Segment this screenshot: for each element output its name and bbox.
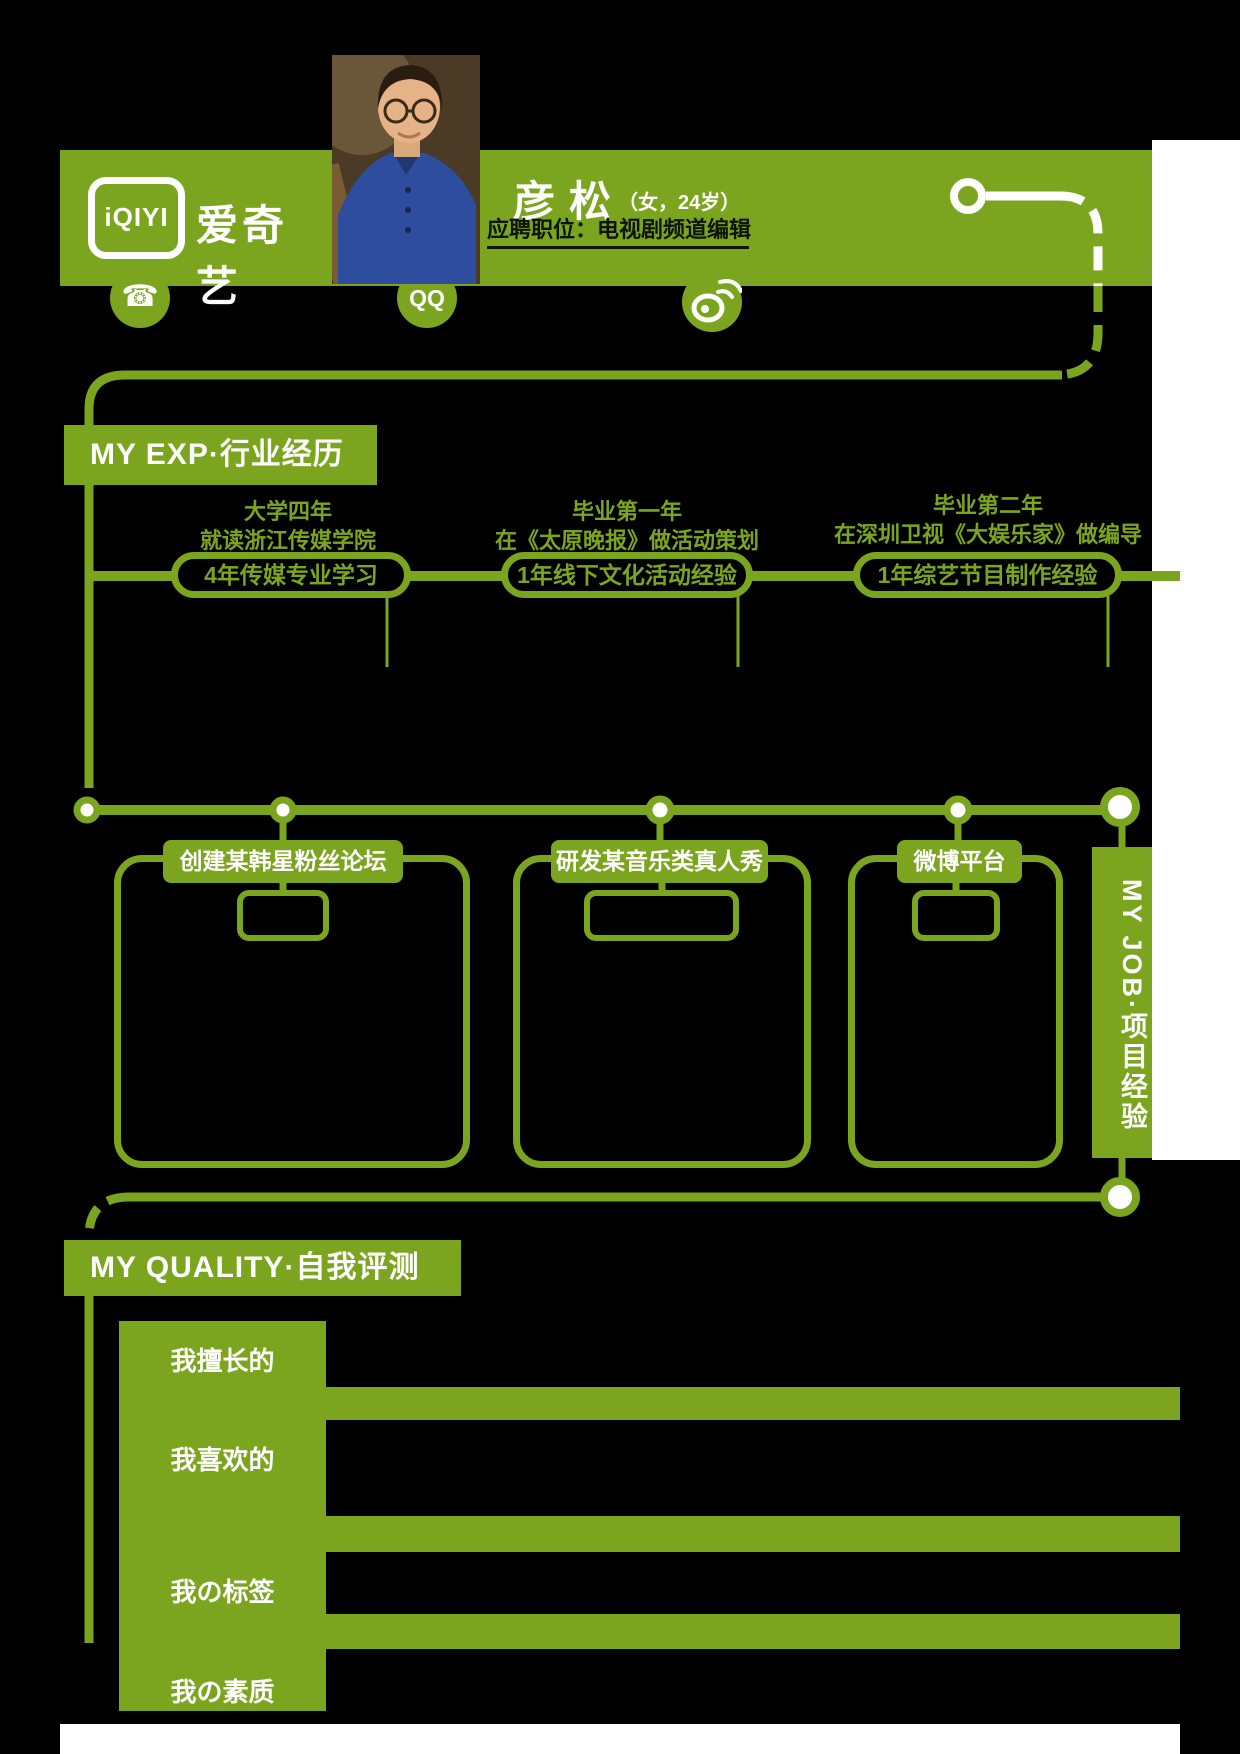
candidate-name: 彦松 xyxy=(513,178,626,225)
exp-title-text: MY EXP·行业经历 xyxy=(90,438,344,471)
phone-icon: ☎ xyxy=(121,280,159,313)
weibo-contact[interactable] xyxy=(682,272,743,332)
quality-bar-2 xyxy=(326,1516,1180,1552)
qq-icon: QQ xyxy=(409,285,445,311)
phone-contact[interactable]: ☎ xyxy=(110,268,170,328)
bottom-white-strip xyxy=(60,1724,1180,1754)
quality-section-title: MY QUALITY·自我评测 xyxy=(64,1240,461,1296)
weibo-icon xyxy=(691,279,743,323)
job-bottom-node xyxy=(1100,1177,1140,1217)
quality-label-panel xyxy=(119,1321,326,1711)
logo-cn-text: 爱奇艺 xyxy=(196,202,289,310)
timeline-node-large xyxy=(1100,787,1140,827)
iqiyi-logo-icon: iQIYI xyxy=(88,177,185,259)
logo-block: iQIYI 爱奇艺 xyxy=(60,150,320,310)
timeline-node xyxy=(645,795,675,825)
right-white-band xyxy=(1152,140,1240,1160)
quality-row-label-1: 我擅长的 xyxy=(170,1346,275,1376)
quality-bar-1 xyxy=(326,1387,1180,1420)
project-title-1: 创建某韩星粉丝论坛 xyxy=(163,840,403,883)
candidate-meta: （女，24岁） xyxy=(618,192,741,214)
exp-section-title: MY EXP·行业经历 xyxy=(64,425,377,485)
position-underline xyxy=(487,246,749,249)
timeline-node xyxy=(73,796,101,824)
apply-position: 应聘职位：电视剧频道编辑 xyxy=(487,217,752,242)
milestone-period-1: 大学四年 xyxy=(243,499,332,524)
timeline-node xyxy=(269,796,297,824)
project-title-2: 研发某音乐类真人秀 xyxy=(551,840,768,883)
project-subbox-2 xyxy=(584,890,739,941)
project-subbox-3 xyxy=(912,890,1000,941)
milestone-period-3: 毕业第二年 xyxy=(932,493,1043,518)
job-tab-text: MY JOB·项目经验 xyxy=(1117,879,1147,1133)
project-title-3: 微博平台 xyxy=(897,840,1022,883)
project-subbox-1 xyxy=(237,890,329,941)
milestone-period-2: 毕业第一年 xyxy=(571,499,682,524)
job-section-tab: MY JOB·项目经验 xyxy=(1092,847,1152,1158)
milestone-detail-3: 在深圳卫视《大娱乐家》做编导 xyxy=(833,522,1142,547)
quality-title-text: MY QUALITY·自我评测 xyxy=(90,1251,420,1284)
timeline-node xyxy=(943,795,973,825)
exp-badge-1: 4年传媒专业学习 xyxy=(171,552,411,598)
quality-row-label-3: 我の标签 xyxy=(170,1577,275,1607)
exp-badge-3: 1年综艺节目制作经验 xyxy=(853,552,1122,598)
milestone-detail-2: 在《太原晚报》做活动策划 xyxy=(494,528,759,553)
quality-bar-3 xyxy=(326,1614,1180,1649)
quality-row-label-2: 我喜欢的 xyxy=(170,1445,275,1475)
quality-row-label-4: 我の素质 xyxy=(170,1677,275,1707)
logo-latin-text: iQIYI xyxy=(104,202,169,232)
milestone-detail-1: 就读浙江传媒学院 xyxy=(199,528,376,553)
exp-badge-2: 1年线下文化活动经验 xyxy=(501,552,753,598)
avatar xyxy=(305,35,480,308)
